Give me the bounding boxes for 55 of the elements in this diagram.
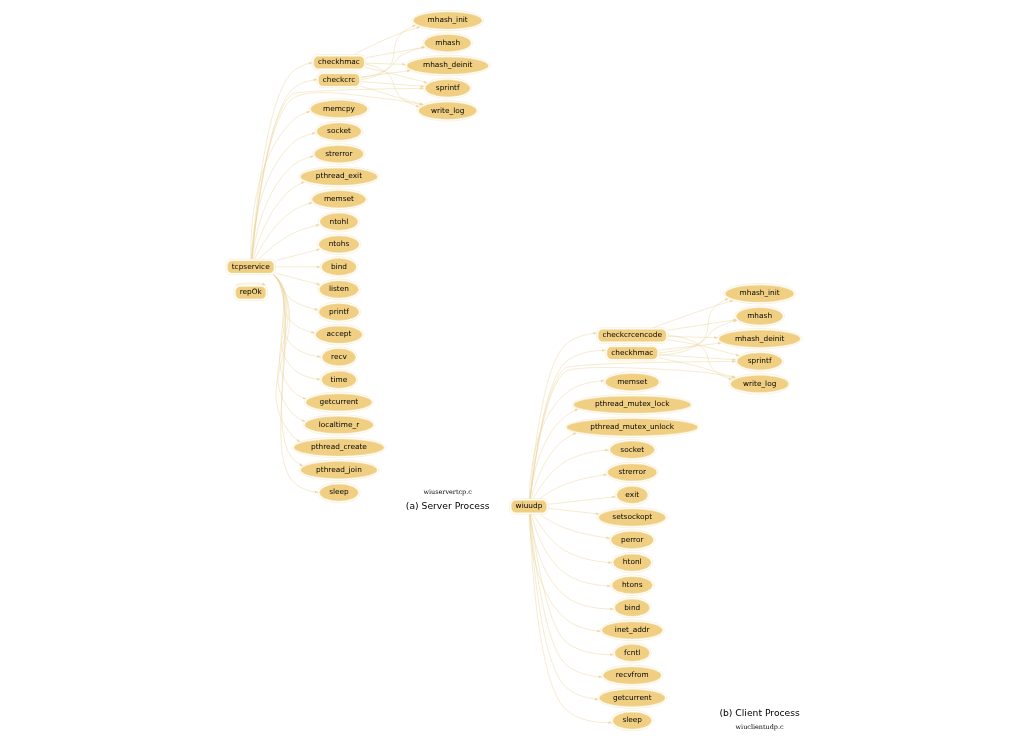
arrow: [273, 274, 319, 494]
arrow: [539, 473, 607, 499]
arrow: [531, 514, 611, 588]
arrow: [529, 514, 598, 701]
arrow: [273, 274, 315, 334]
arrow: [254, 202, 313, 260]
arrow: [529, 379, 605, 499]
arrow: [235, 282, 266, 286]
arrow: [659, 298, 729, 356]
arrow: [275, 248, 320, 261]
arrow: [251, 155, 314, 260]
arrow: [360, 69, 411, 78]
arrow: [530, 349, 606, 499]
arrow: [258, 224, 320, 260]
arrow: [531, 432, 577, 499]
arrow: [658, 342, 722, 351]
arrow: [529, 514, 612, 724]
arrow: [360, 24, 416, 80]
arrow: [658, 354, 736, 361]
arrow: [659, 357, 736, 378]
arrow: [659, 319, 737, 354]
arrow: [539, 514, 610, 539]
arrow: [667, 334, 732, 380]
arrow: [273, 274, 321, 358]
arrow: [667, 336, 718, 339]
arrow: [360, 86, 424, 105]
arrow: [533, 514, 612, 564]
arrow: [529, 408, 578, 499]
arrow: [667, 339, 740, 357]
arrow: [548, 508, 600, 515]
arrow: [653, 300, 734, 328]
arrow: [273, 274, 303, 466]
arrow: [273, 274, 321, 381]
arrow: [252, 181, 305, 260]
arrow: [529, 514, 602, 678]
arrow: [530, 514, 614, 656]
arrow: [251, 132, 316, 260]
arrow: [250, 111, 310, 260]
arrow: [529, 514, 614, 611]
arrow: [667, 318, 737, 331]
arrow: [365, 67, 428, 84]
arrow: [365, 63, 420, 108]
label: (b) Client Process: [719, 706, 800, 718]
arrow: [275, 273, 321, 286]
arrow: [365, 63, 406, 66]
arrow: [360, 46, 425, 79]
arrow: [353, 26, 420, 55]
arrow: [365, 46, 425, 58]
arrow: [272, 274, 318, 311]
arrow: [533, 449, 609, 499]
arrow: [529, 332, 597, 499]
arrow: [360, 81, 424, 88]
arrow: [529, 514, 601, 633]
arrow: [548, 495, 616, 505]
label: (a) Server Process: [405, 499, 490, 511]
